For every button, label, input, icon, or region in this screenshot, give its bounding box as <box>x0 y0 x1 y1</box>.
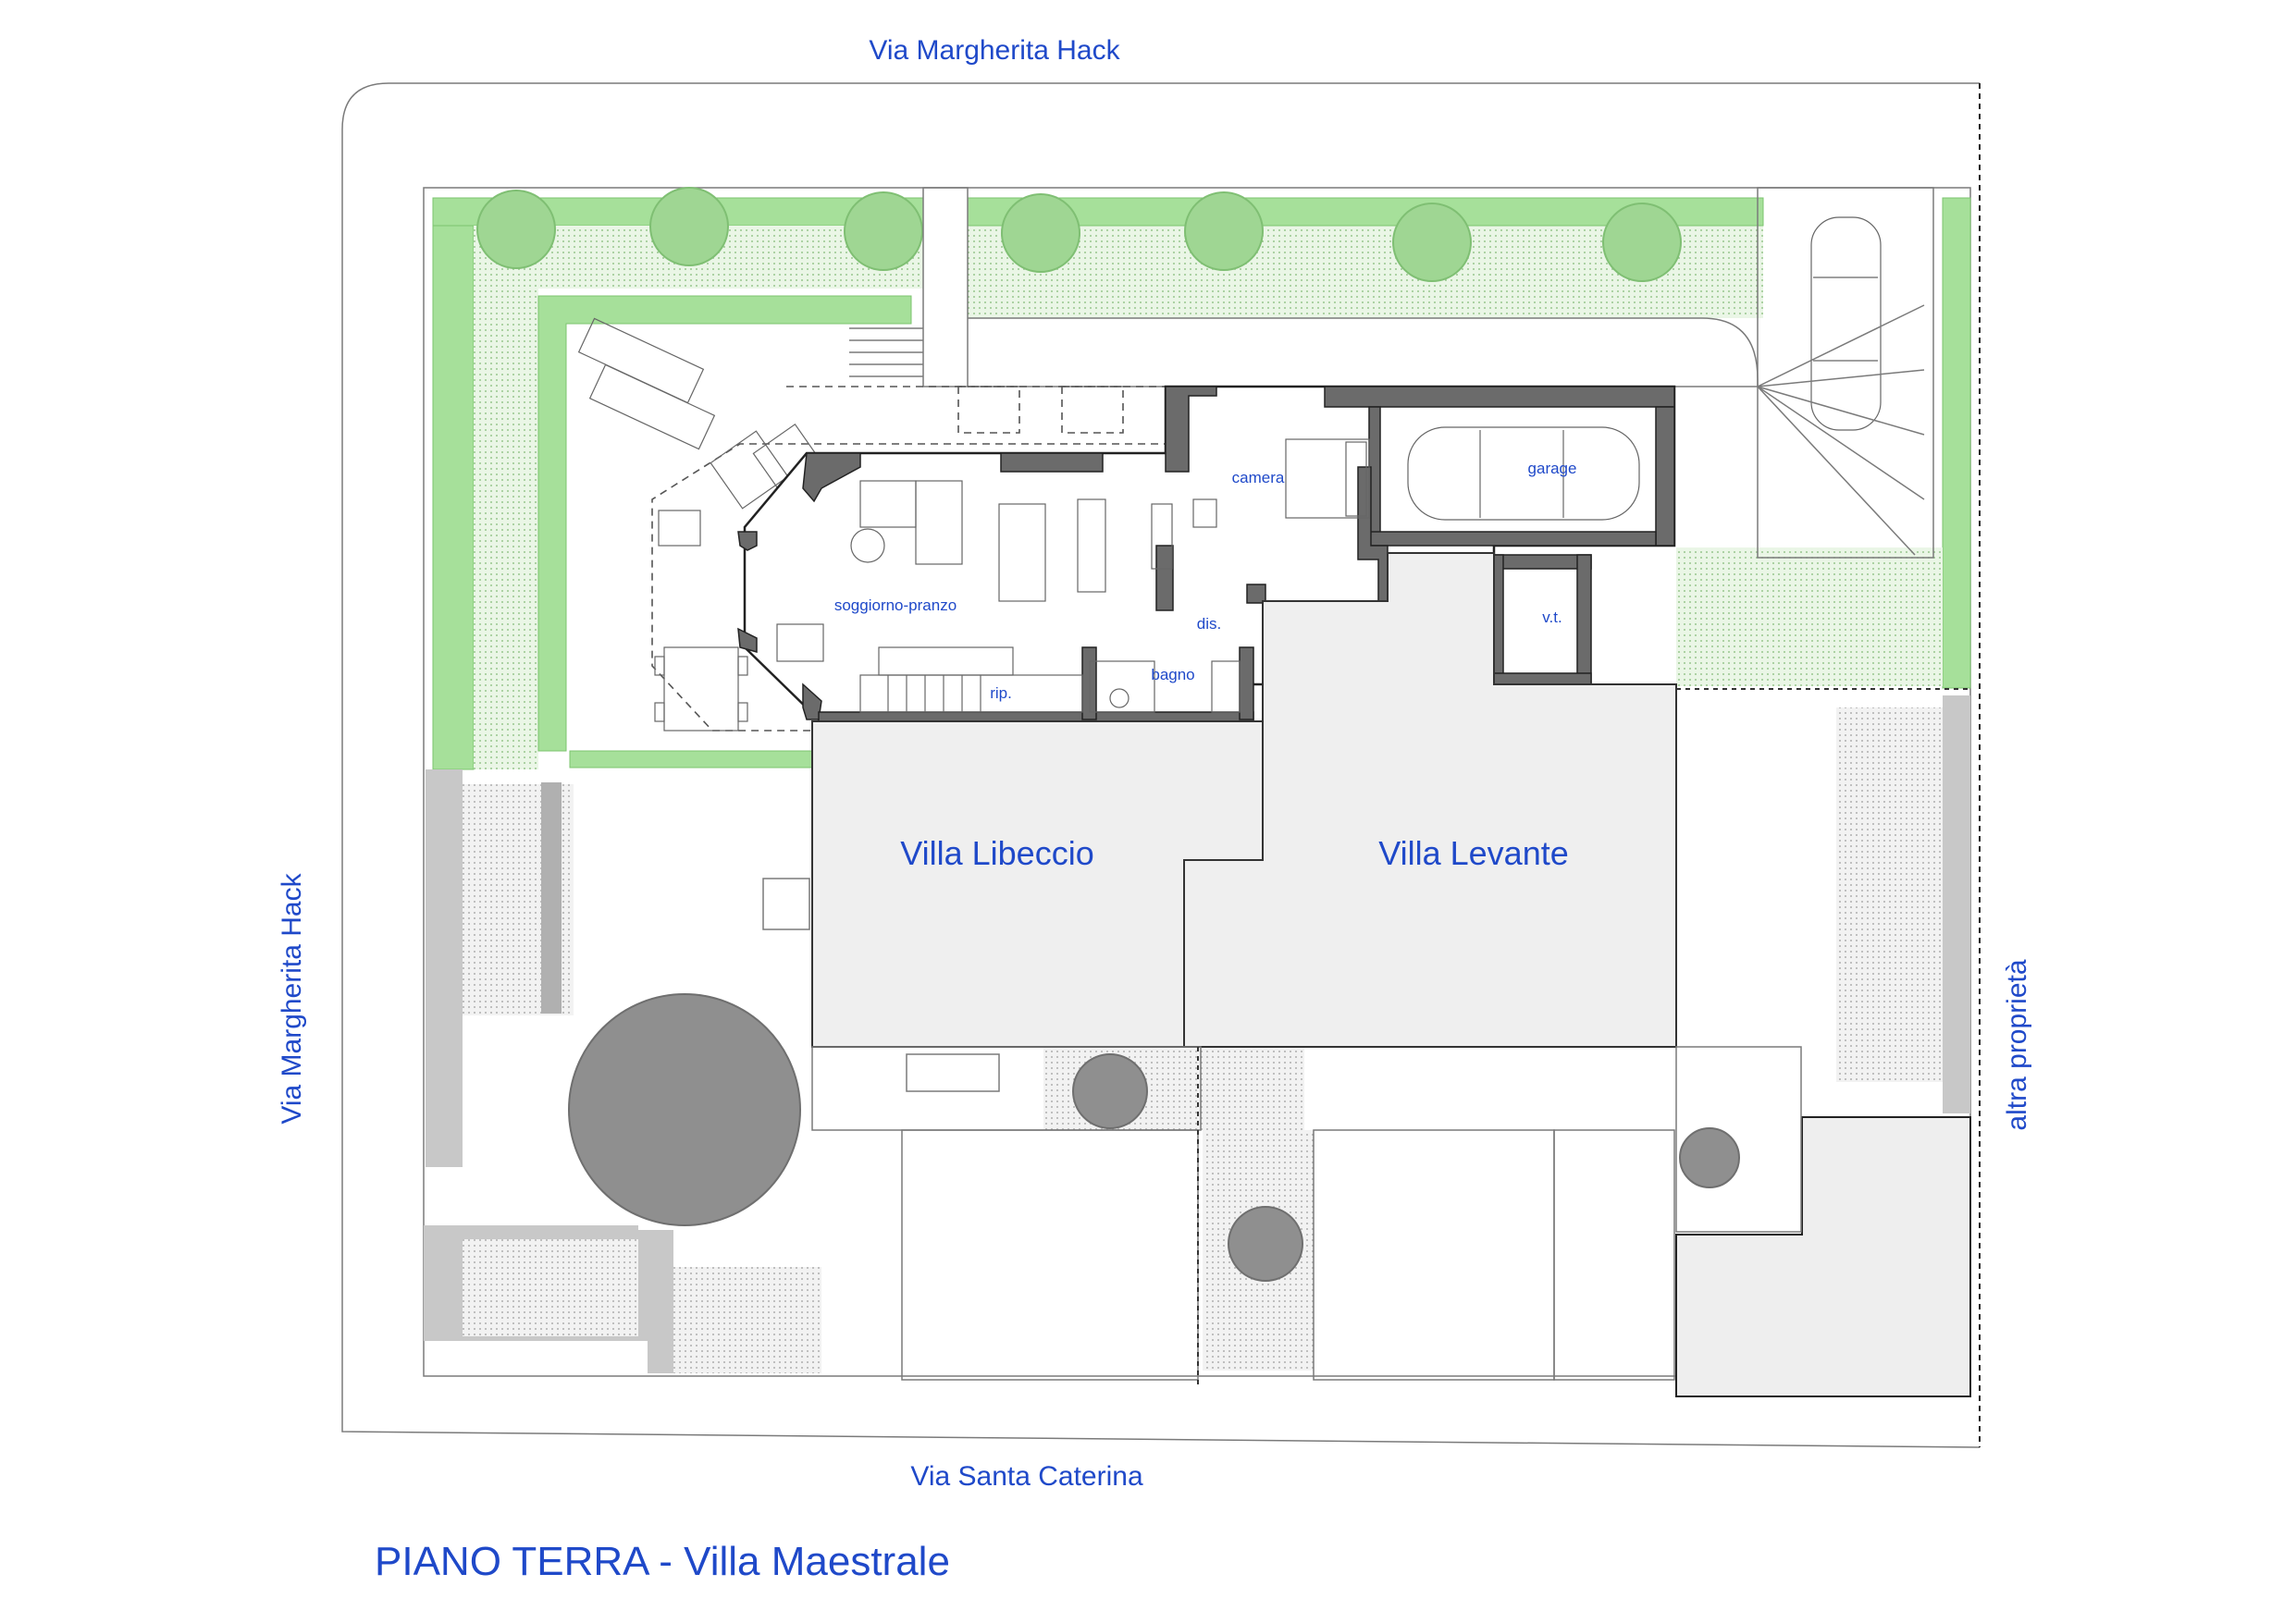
villa-libeccio-label: Villa Libeccio <box>900 834 1093 872</box>
hedge-south <box>569 750 813 768</box>
bedroom-furniture <box>1192 438 1370 528</box>
garden-dotted-west <box>474 226 538 769</box>
room-soggiorno-label: soggiorno-pranzo <box>834 596 957 614</box>
bathroom-fixtures <box>1089 660 1241 713</box>
tree <box>1072 1053 1148 1129</box>
tree <box>1602 203 1682 282</box>
room-bagno-label: bagno <box>1151 666 1194 683</box>
villa-levante-footprint <box>1183 552 1677 1048</box>
room-camera-label: camera <box>1232 469 1285 486</box>
villa-levante-label: Villa Levante <box>1378 834 1569 872</box>
page-title: PIANO TERRA - Villa Maestrale <box>375 1539 950 1584</box>
tree <box>1679 1127 1740 1188</box>
lawn-west-strip <box>432 197 475 770</box>
large-tree <box>568 993 801 1226</box>
dotted-south-c <box>1203 1047 1304 1130</box>
grey-paving-west <box>426 769 463 1167</box>
sun-loungers <box>577 317 716 450</box>
parked-car-driveway <box>1810 216 1882 431</box>
street-west-label: Via Margherita Hack <box>277 872 307 1124</box>
neighbour-east-label: altra proprietà <box>2002 959 2032 1130</box>
trees-north <box>476 187 1682 282</box>
lot-boundary <box>341 82 1981 1448</box>
hedge-inner <box>537 295 912 752</box>
dotted-sw <box>463 1239 638 1336</box>
driveway-curve <box>968 317 1759 387</box>
street-south-label: Via Santa Caterina <box>910 1461 1143 1492</box>
east-dotted <box>1836 707 1943 1082</box>
lawn-east-dotted <box>1676 547 1943 686</box>
tree <box>1228 1206 1303 1282</box>
room-vt-label: v.t. <box>1542 609 1562 626</box>
tree <box>476 190 556 269</box>
east-garden-grey <box>1943 695 1970 1113</box>
room-rip-label: rip. <box>990 684 1012 702</box>
tree <box>1184 191 1264 271</box>
neighbour-block-se <box>1675 1116 1971 1397</box>
room-dis-label: dis. <box>1197 615 1221 633</box>
tree <box>1392 203 1472 282</box>
tree <box>649 187 729 266</box>
tree <box>844 191 923 271</box>
pergola-frames <box>957 386 1124 434</box>
hedge-grey <box>541 782 562 1014</box>
room-garage-label: garage <box>1528 460 1577 477</box>
terrace-furniture <box>654 423 825 732</box>
dotted-sw-2 <box>673 1267 821 1373</box>
entry-path <box>922 187 969 387</box>
entry-steps <box>849 327 923 377</box>
house-footprint <box>743 385 1676 721</box>
parked-car-garage <box>1407 426 1640 521</box>
driveway-area <box>1757 187 1934 559</box>
driveway-paving-lines <box>1757 304 1925 556</box>
stair <box>859 674 1083 713</box>
tree <box>1001 193 1080 273</box>
trees-south <box>568 993 1740 1282</box>
lawn-east-strip <box>1942 197 1971 689</box>
street-north-label: Via Margherita Hack <box>869 35 1120 66</box>
